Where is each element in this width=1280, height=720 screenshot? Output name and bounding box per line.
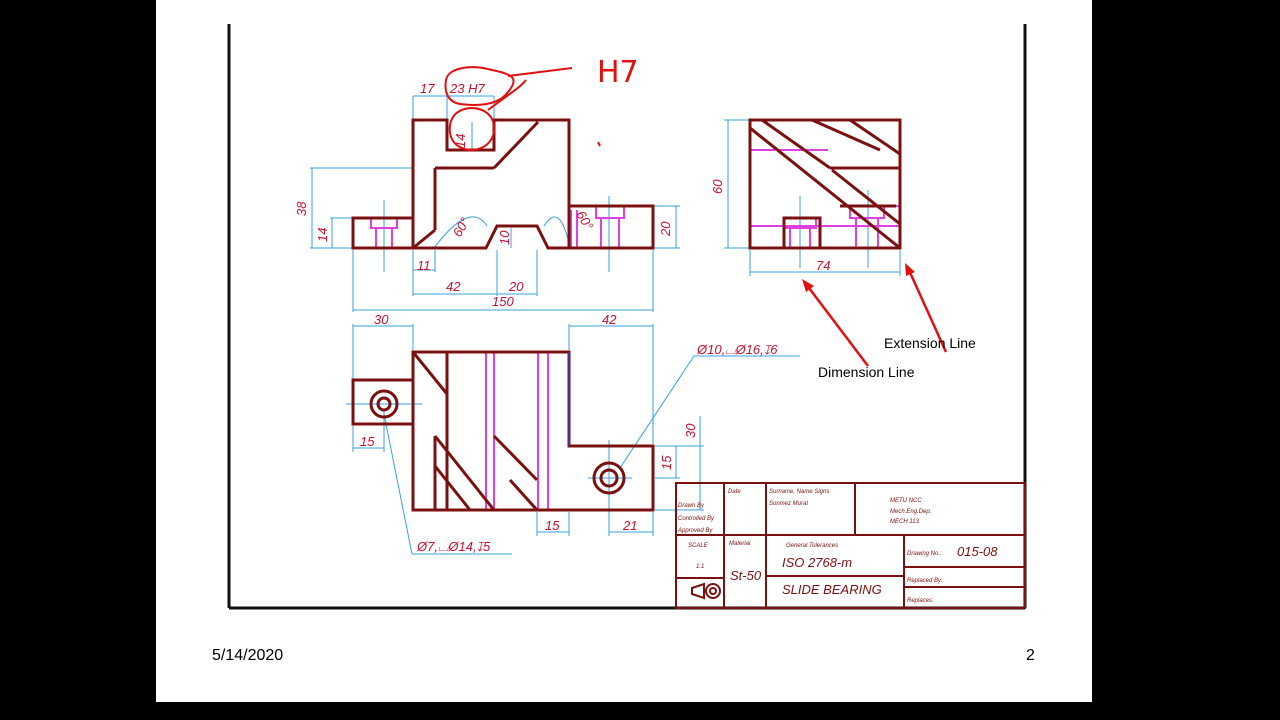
- tb-material-label: Material: [729, 541, 751, 547]
- handwritten-markup: [444, 66, 601, 151]
- dim-14-base: 14: [315, 228, 330, 242]
- dim-17: 17: [420, 81, 435, 96]
- slide: [156, 0, 1092, 702]
- dim-42: 42: [446, 279, 461, 294]
- tb-tolerance-value: ISO 2768-m: [782, 555, 852, 570]
- label-dimension-line: Dimension Line: [818, 364, 915, 380]
- top-view: 30 42 15 30 15 15 21 Ø10,⌴Ø16,↧6 Ø7,⌴Ø14…: [346, 312, 800, 555]
- handwritten-h7: H7: [597, 55, 639, 90]
- tb-surname-label: Surname, Name Signs: [769, 489, 829, 495]
- tb-scale-value: 1:1: [696, 564, 704, 570]
- dim-15-bottom: 15: [545, 518, 560, 533]
- tb-approved-by: Approved By: [677, 528, 713, 534]
- dim-42-top: 42: [602, 312, 617, 327]
- slide-page-number: 2: [1026, 647, 1035, 664]
- callout-small-hole: Ø7,⌴Ø14,↧5: [416, 539, 491, 554]
- dim-150: 150: [492, 294, 514, 309]
- tb-drawn-by: Drawn By: [678, 503, 705, 509]
- tb-surname-value: Sonmez Murat: [769, 501, 808, 507]
- dim-15-right: 15: [659, 455, 674, 470]
- dim-38: 38: [294, 201, 309, 216]
- dim-20-height: 20: [658, 221, 673, 237]
- label-extension-line: Extension Line: [884, 335, 976, 351]
- dim-30-top: 30: [374, 312, 389, 327]
- tb-drawing-no-value: 015-08: [957, 544, 998, 559]
- tb-tolerance-label: General Tolerances: [786, 543, 838, 549]
- callout-large-hole: Ø10,⌴Ø16,↧6: [696, 342, 778, 357]
- slide-date: 5/14/2020: [212, 647, 284, 664]
- tb-org-3: MECH 113: [890, 519, 920, 525]
- tb-org-1: METU NCC: [890, 498, 922, 504]
- tb-scale-label: SCALE: [688, 543, 709, 549]
- dim-60-side: 60: [710, 179, 725, 194]
- dim-21: 21: [622, 518, 637, 533]
- dim-10: 10: [497, 230, 512, 245]
- front-view: 17 23 H7 14 38 14 60° 10 60° 20 11 42 20…: [294, 81, 680, 312]
- dim-14-slot: 14: [453, 134, 468, 148]
- dim-11: 11: [417, 258, 431, 273]
- tb-controlled-by: Controlled By: [678, 516, 715, 522]
- dim-30-right: 30: [683, 423, 698, 438]
- tb-material-value: St-50: [730, 568, 762, 583]
- dim-23-h7: 23 H7: [449, 81, 485, 96]
- tb-projection-symbol: [691, 582, 721, 600]
- annotation-arrows: [802, 263, 948, 367]
- dim-20: 20: [508, 279, 524, 294]
- tb-org-2: Mech.Eng.Dep.: [890, 509, 931, 515]
- title-block: Drawn By Controlled By Approved By Date …: [675, 482, 1026, 609]
- dim-74: 74: [816, 258, 830, 273]
- dim-15-left: 15: [360, 434, 375, 449]
- side-view: 60 74: [710, 118, 902, 276]
- tb-replaces: Replaces:: [907, 598, 934, 604]
- tb-date-label: Date: [728, 489, 741, 495]
- tb-drawing-no-label: Drawing No.:: [907, 551, 942, 557]
- tb-replaced-by: Replaced By:: [907, 578, 943, 584]
- dim-60deg-left: 60°: [450, 215, 473, 240]
- tb-title: SLIDE BEARING: [782, 582, 882, 597]
